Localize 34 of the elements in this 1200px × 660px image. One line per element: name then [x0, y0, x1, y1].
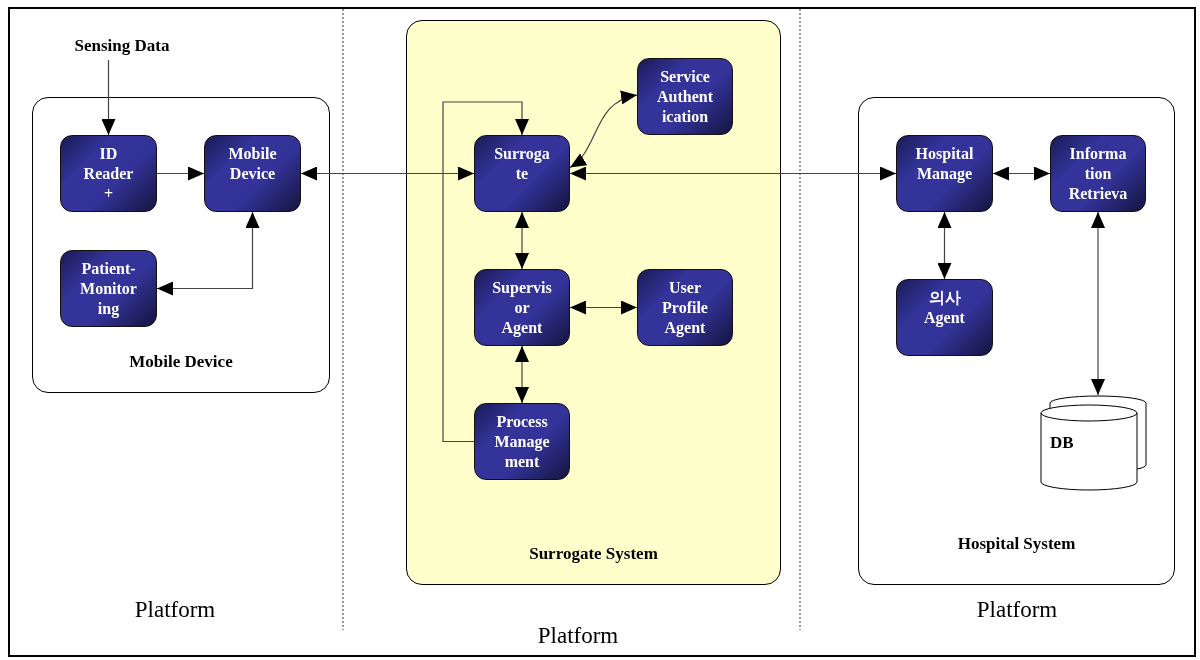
- agent-box: Surroga te: [474, 135, 570, 212]
- agent-box: Patient- Monitor ing: [60, 250, 157, 327]
- system-panel: [406, 20, 781, 585]
- arrow: [937, 211, 952, 280]
- arrow: [515, 345, 529, 404]
- agent-box: ID Reader +: [60, 135, 157, 212]
- system-panel: [32, 97, 330, 393]
- arrow: [156, 166, 205, 181]
- arrow: [992, 166, 1051, 181]
- agent-box: Informa tion Retrieva: [1050, 135, 1146, 212]
- agent-box: Service Authent ication: [637, 58, 733, 135]
- agent-box: User Profile Agent: [637, 269, 733, 346]
- arrow: [569, 300, 638, 315]
- arrow: [569, 166, 897, 181]
- system-panel: [858, 97, 1175, 585]
- panel-heading: Hospital System: [956, 534, 1077, 554]
- panel-heading: Mobile Device: [128, 352, 234, 372]
- arrow: [442, 101, 529, 443]
- agent-box: Mobile Device: [204, 135, 301, 212]
- platform-label: Platform: [134, 597, 216, 623]
- input-label: Sensing Data: [62, 36, 182, 60]
- arrow: [156, 211, 260, 296]
- agent-box: Supervis or Agent: [474, 269, 570, 346]
- platform-label: Platform: [976, 597, 1058, 623]
- arrow: [569, 92, 638, 169]
- agent-box: 의사 Agent: [896, 279, 993, 356]
- arrow: [1091, 211, 1105, 396]
- agent-box: Hospital Manage: [896, 135, 993, 212]
- agent-box: Process Manage ment: [474, 403, 570, 480]
- panel-heading: Surrogate System: [528, 544, 659, 564]
- platform-label: Platform: [537, 623, 619, 649]
- arrow: [300, 166, 475, 181]
- arrow: [515, 211, 529, 270]
- arrow: [101, 59, 116, 136]
